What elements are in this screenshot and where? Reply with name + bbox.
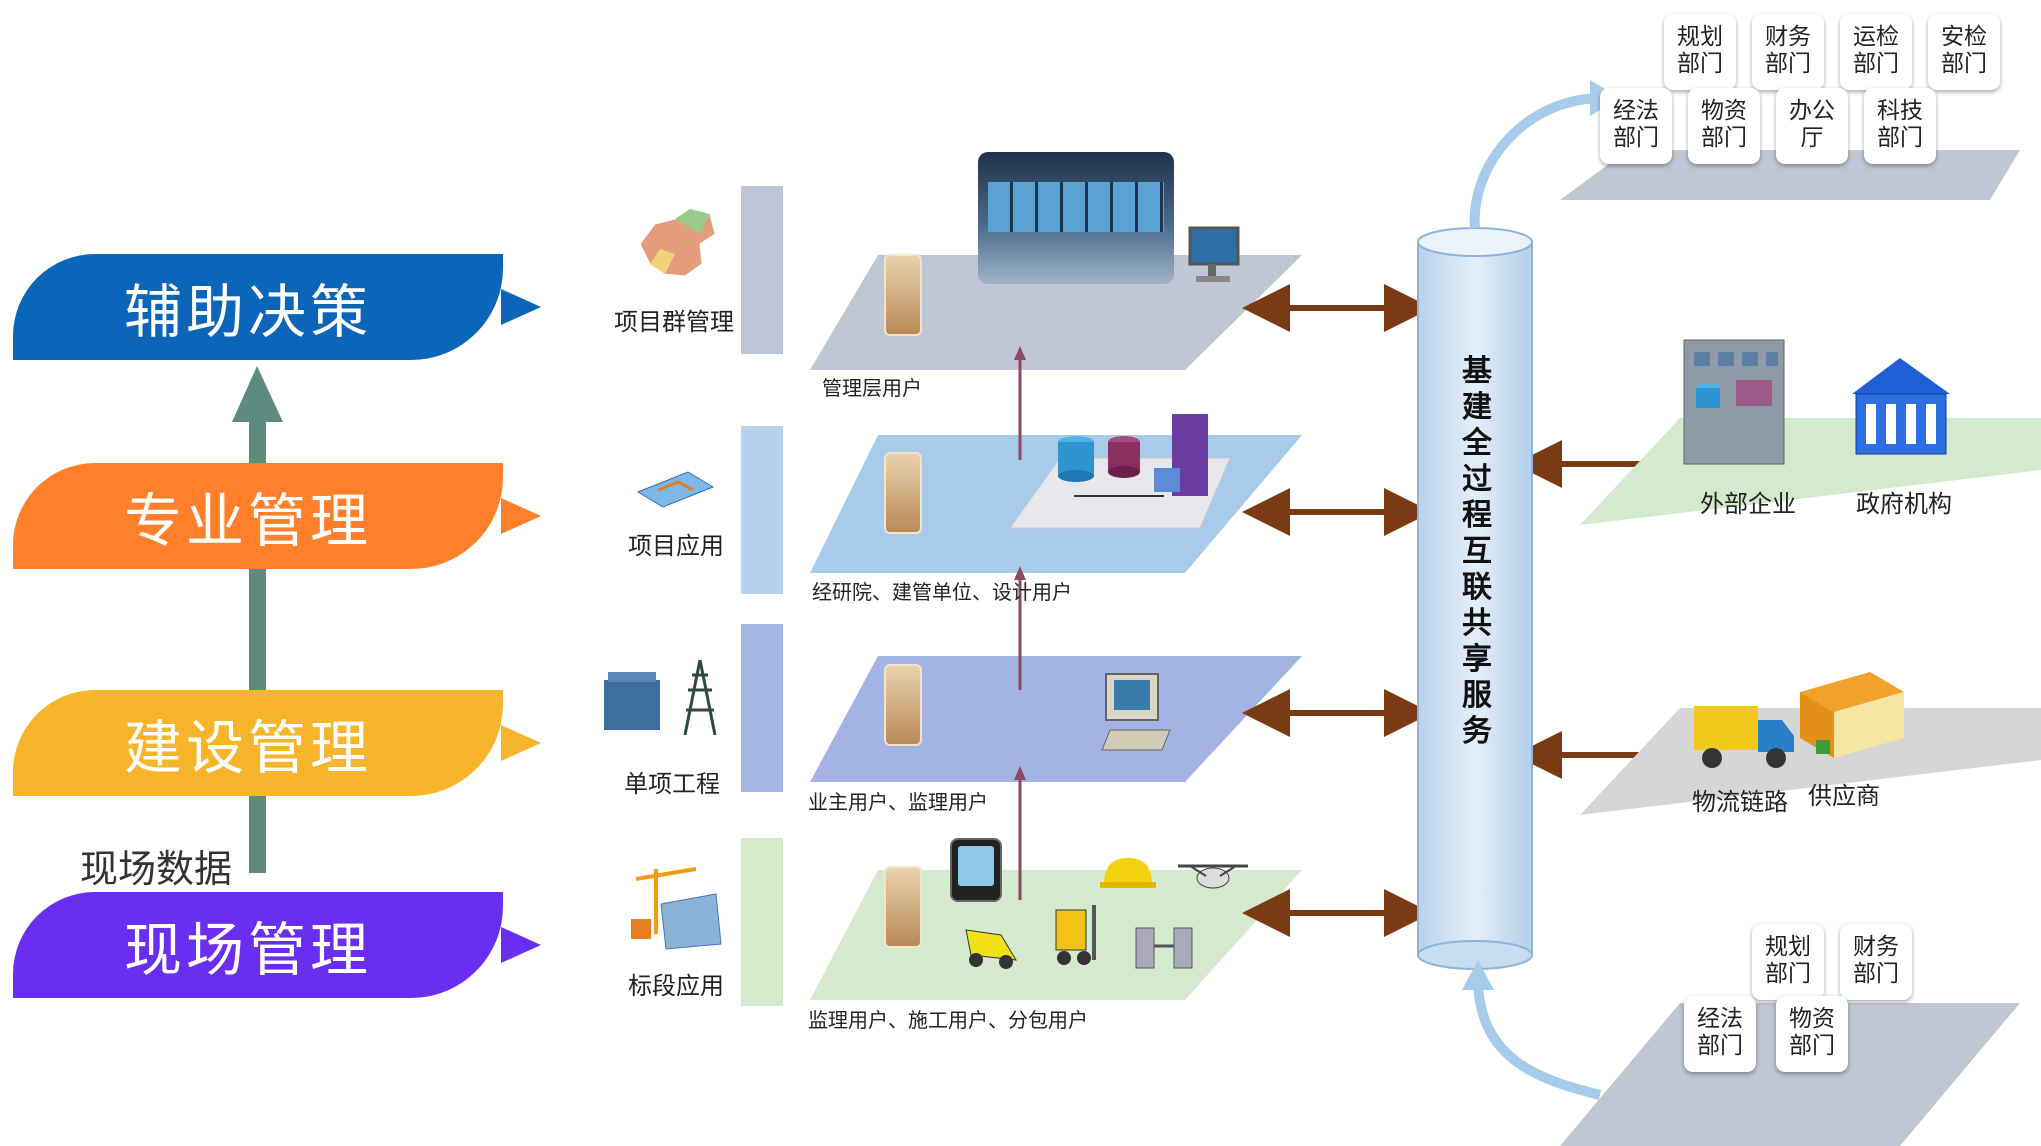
- level-site: 现场管理: [13, 892, 541, 998]
- transformer-tower-icon: [604, 660, 717, 736]
- category-label-project: 项目应用: [628, 532, 724, 560]
- project-plan-icon: [636, 471, 715, 508]
- phone-icon: [884, 664, 922, 746]
- dept-card-planning: 规划部门: [1664, 14, 1736, 90]
- dept-card-legal: 经法部门: [1600, 88, 1672, 164]
- workstation-icon: [1101, 673, 1171, 751]
- turnstile-icon: [1135, 927, 1193, 969]
- china-map-icon: [639, 208, 716, 277]
- external-enterprise-label: 外部企业: [1700, 490, 1796, 518]
- flow-arrows: [1469, 93, 1602, 1100]
- plane-caption-project: 经研院、建管单位、设计用户: [812, 580, 1072, 604]
- supplier-label: 供应商: [1808, 782, 1880, 810]
- plane-management: [810, 255, 1302, 370]
- external-plane: [1580, 418, 2041, 525]
- database-servers-icon: [1058, 414, 1208, 497]
- government-label: 政府机构: [1856, 490, 1952, 518]
- phone-icon: [884, 452, 922, 534]
- tablet-icon: [950, 838, 1002, 902]
- dept-card-finance: 财务部门: [1752, 14, 1824, 90]
- level-site-label: 现场管理: [123, 916, 372, 984]
- level-professional-label: 专业管理: [123, 487, 372, 555]
- category-bar-3: [741, 624, 783, 792]
- dept-card-materials: 物资部门: [1688, 88, 1760, 164]
- level-professional: 专业管理: [13, 463, 541, 569]
- phone-icon: [884, 866, 922, 948]
- level-construction: 建设管理: [13, 690, 541, 796]
- level-decision-label: 辅助决策: [123, 278, 372, 346]
- excavator-icon: [965, 929, 1017, 969]
- forklift-icon: [1055, 905, 1096, 965]
- level-construction-label: 建设管理: [123, 714, 372, 782]
- drone-icon: [1178, 864, 1248, 889]
- shared-service-cylinder: [1417, 227, 1533, 970]
- control-room-image: [978, 152, 1174, 284]
- plane-caption-management: 管理层用户: [822, 376, 922, 400]
- dept-card-planning-bottom: 规划部门: [1752, 924, 1824, 1000]
- dept-card-legal-bottom: 经法部门: [1684, 996, 1756, 1072]
- dept-card-safety: 安检部门: [1928, 14, 2000, 90]
- supplier-warehouse-icon: [1800, 672, 1904, 758]
- category-bar-1: [741, 186, 783, 354]
- construction-site-icon: [631, 867, 722, 950]
- field-data-label: 现场数据: [80, 847, 233, 891]
- dept-card-operations: 运检部门: [1840, 14, 1912, 90]
- hard-hat-icon: [1100, 858, 1156, 888]
- category-bar-2: [741, 426, 783, 594]
- dept-card-materials-bottom: 物资部门: [1776, 996, 1848, 1072]
- government-building-icon: [1852, 358, 1950, 455]
- plane-caption-owner: 业主用户、监理用户: [808, 790, 988, 814]
- category-label-portfolio: 项目群管理: [614, 308, 734, 336]
- phone-icon: [884, 254, 922, 336]
- category-label-section: 标段应用: [628, 972, 724, 1000]
- enterprise-building-icon: [1683, 339, 1785, 465]
- logistics-label: 物流链路: [1692, 788, 1788, 816]
- category-label-single-project: 单项工程: [624, 770, 720, 798]
- dept-card-finance-bottom: 财务部门: [1840, 924, 1912, 1000]
- progression-arrow: [232, 366, 283, 873]
- dept-card-technology: 科技部门: [1864, 88, 1936, 164]
- level-decision: 辅助决策: [13, 254, 541, 360]
- desktop-computer-icon: [1188, 226, 1240, 282]
- plane-caption-site: 监理用户、施工用户、分包用户: [808, 1008, 1088, 1032]
- plane-owner: [810, 656, 1302, 782]
- logistics-truck-icon: [1694, 706, 1794, 768]
- dept-plane-bottom: [1560, 1003, 2020, 1146]
- shared-service-label: 基建全过程互联共享服务: [1462, 354, 1492, 749]
- category-bar-4: [741, 838, 783, 1006]
- dept-card-office: 办公厅: [1776, 88, 1848, 164]
